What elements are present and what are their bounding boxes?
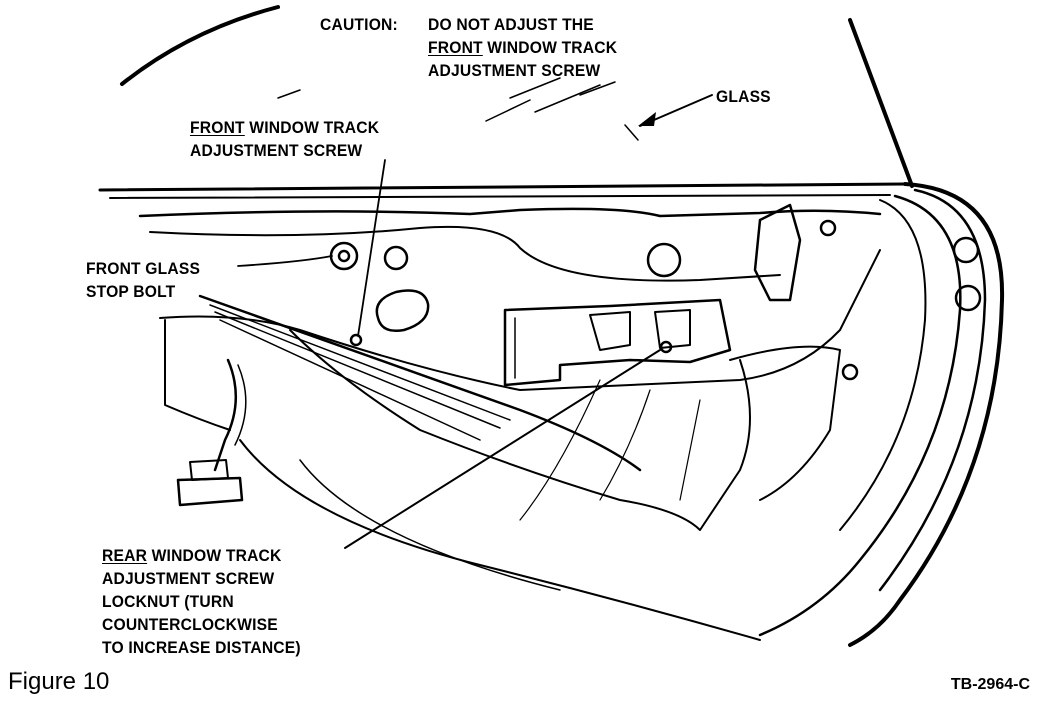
front-stop-bolt-line-1: FRONT GLASS — [86, 259, 201, 278]
leader-front-screw — [357, 159, 386, 337]
access-hole-oval — [375, 289, 430, 332]
wiring-harness — [213, 358, 237, 472]
caution-line-1: DO NOT ADJUST THE — [428, 15, 594, 34]
regulator-plate — [503, 298, 732, 387]
rear-locknut-line-4: COUNTERCLOCKWISE — [102, 615, 278, 634]
front-screw-front-word: FRONT — [190, 118, 245, 137]
leader-front-stop-bolt — [237, 255, 333, 267]
front-stop-bolt-line-2: STOP BOLT — [86, 282, 176, 301]
front-screw-line-1: FRONT WINDOW TRACK — [190, 117, 379, 138]
caution-front-word: FRONT — [428, 38, 483, 57]
caution-line-2-rest: WINDOW TRACK — [482, 38, 618, 57]
glass-arrow-head — [638, 112, 656, 126]
rear-locknut-line-1: REAR WINDOW TRACK — [102, 545, 282, 566]
caution-line-3: ADJUSTMENT SCREW — [428, 61, 601, 80]
latch-bracket — [753, 203, 802, 302]
leader-rear-locknut — [344, 349, 661, 549]
caution-line-2: FRONT WINDOW TRACK — [428, 37, 617, 58]
door-belt-rail — [98, 182, 907, 192]
rear-locknut-line-2: ADJUSTMENT SCREW — [102, 569, 275, 588]
glass-label: GLASS — [716, 87, 771, 106]
glass-top-edge — [120, 5, 280, 86]
rear-locknut-line-1-rest: WINDOW TRACK — [147, 546, 282, 565]
front-screw-line-2: ADJUSTMENT SCREW — [190, 141, 363, 160]
wire-connector — [176, 476, 244, 507]
bolt-holes — [329, 219, 982, 381]
caution-prefix: CAUTION: — [320, 15, 398, 34]
glass-hatch-marks — [277, 77, 639, 141]
door-rear-pillar — [848, 18, 914, 188]
drawing-code: TB-2964-C — [950, 676, 1030, 693]
rear-locknut-line-3: LOCKNUT (TURN — [102, 592, 234, 611]
water-shield — [289, 329, 751, 531]
figure-caption: Figure 10 — [8, 668, 110, 695]
rear-locknut-line-5: TO INCREASE DISTANCE) — [102, 638, 301, 657]
rear-word: REAR — [102, 546, 148, 565]
front-screw-line-1-rest: WINDOW TRACK — [244, 118, 380, 137]
